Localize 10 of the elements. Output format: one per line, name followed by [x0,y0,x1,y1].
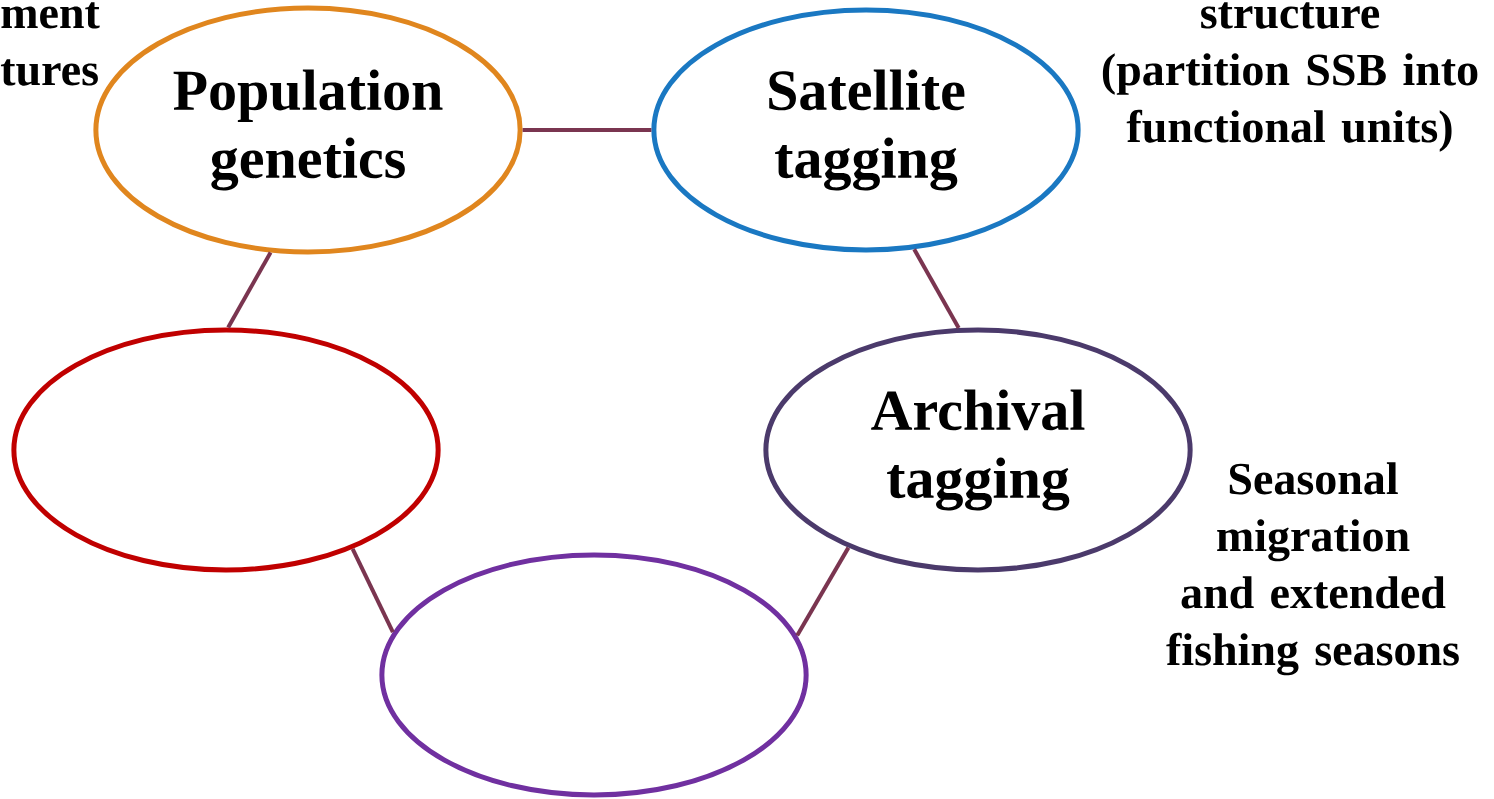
ellipse-node: Satellite tagging [651,7,1081,253]
connector-line [795,546,851,637]
empty-ellipse [11,327,441,573]
ellipse-node: Archival tagging [763,327,1193,573]
side-note: structure (partition SSB into functional units) [1102,2,1478,152]
empty-ellipse [379,552,809,798]
connector-line [226,251,273,329]
connector-line [912,248,961,329]
connector-line [522,127,652,132]
connector-line [350,548,395,634]
